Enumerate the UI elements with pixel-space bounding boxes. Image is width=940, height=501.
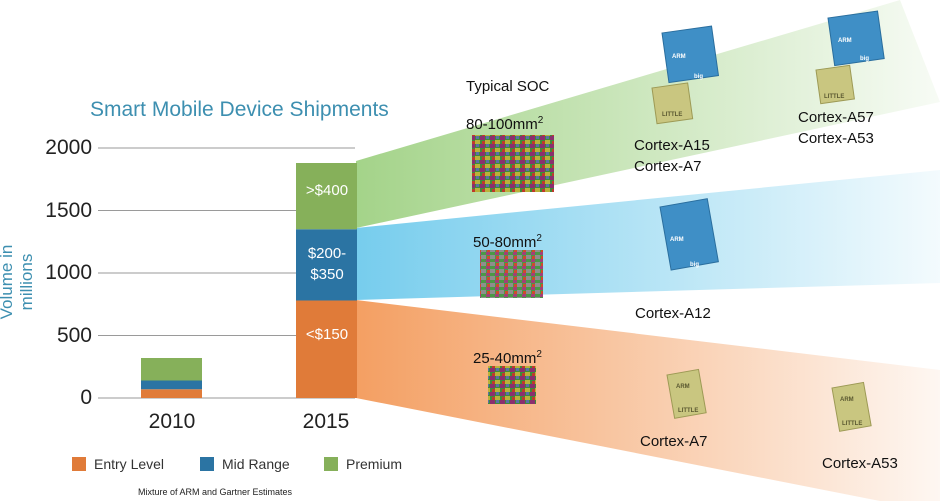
y-tick-label: 500	[56, 324, 92, 347]
chip-text: ARM	[676, 384, 690, 390]
bar-mid-range-2010	[141, 380, 202, 390]
segment-label-midrange: $200- $350	[307, 245, 347, 283]
big-chip-icon	[827, 10, 885, 67]
entry-wedge	[356, 300, 940, 501]
legend-swatch	[200, 457, 214, 471]
soc-die-medium	[480, 250, 543, 298]
soc-header: Typical SOC	[466, 78, 550, 95]
bar-entry-level-2015	[296, 300, 357, 398]
soc-die-large	[472, 135, 554, 192]
segment-label-entry: <$150	[305, 326, 349, 343]
chip-text: LITTLE	[662, 112, 683, 118]
legend-label: Entry Level	[94, 456, 165, 472]
x-tick-label: 2010	[148, 410, 196, 433]
core-label: Cortex-A12	[635, 305, 711, 322]
soc-area-label: 25-40mm2	[473, 349, 542, 367]
little-chip-icon	[651, 82, 694, 125]
core-label: Cortex-A53	[822, 455, 898, 472]
footnote: Mixture of ARM and Gartner Estimates	[138, 487, 293, 497]
legend-item-mid: Mid Range	[200, 456, 290, 472]
soc-area-label: 50-80mm2	[473, 233, 542, 251]
legend-label: Mid Range	[222, 456, 290, 472]
legend-swatch	[72, 457, 86, 471]
big-chip-icon	[659, 198, 719, 271]
segment-label-premium: >$400	[305, 182, 349, 199]
legend-swatch	[324, 457, 338, 471]
soc-die-small	[488, 366, 536, 404]
chip-text: ARM	[838, 38, 852, 44]
y-tick-label: 0	[80, 386, 92, 409]
soc-area-label: 80-100mm2	[466, 115, 544, 133]
little-chip-icon	[831, 381, 872, 432]
legend-label: Premium	[346, 456, 403, 472]
y-tick-label: 1000	[45, 261, 92, 284]
chip-text: LITTLE	[842, 421, 863, 427]
chip-text: ARM	[672, 54, 686, 60]
y-tick-label: 2000	[45, 136, 92, 159]
chip-text: LITTLE	[678, 408, 699, 414]
bar-premium-2010	[141, 358, 202, 381]
big-chip-icon	[661, 25, 720, 84]
bar-premium-2015	[296, 163, 357, 230]
chart-title: Smart Mobile Device Shipments	[90, 98, 389, 121]
core-label: Cortex-A57 Cortex-A53	[798, 109, 874, 147]
little-chip-icon	[666, 368, 707, 419]
chip-text: big	[694, 74, 703, 80]
bar-entry-level-2010	[141, 389, 202, 398]
legend-item-premium: Premium	[324, 456, 402, 472]
x-tick-label: 2015	[302, 410, 350, 433]
chip-text: big	[860, 56, 869, 62]
legend-item-entry: Entry Level	[72, 456, 164, 472]
chip-text: LITTLE	[824, 94, 845, 100]
chip-text: ARM	[670, 237, 684, 243]
y-tick-label: 1500	[45, 199, 92, 222]
core-label: Cortex-A7	[640, 433, 708, 450]
chip-text: big	[690, 262, 699, 268]
little-chip-icon	[815, 64, 855, 105]
bar-mid-range-2015	[296, 229, 357, 301]
core-label: Cortex-A15 Cortex-A7	[634, 137, 710, 175]
chip-text: ARM	[840, 397, 854, 403]
